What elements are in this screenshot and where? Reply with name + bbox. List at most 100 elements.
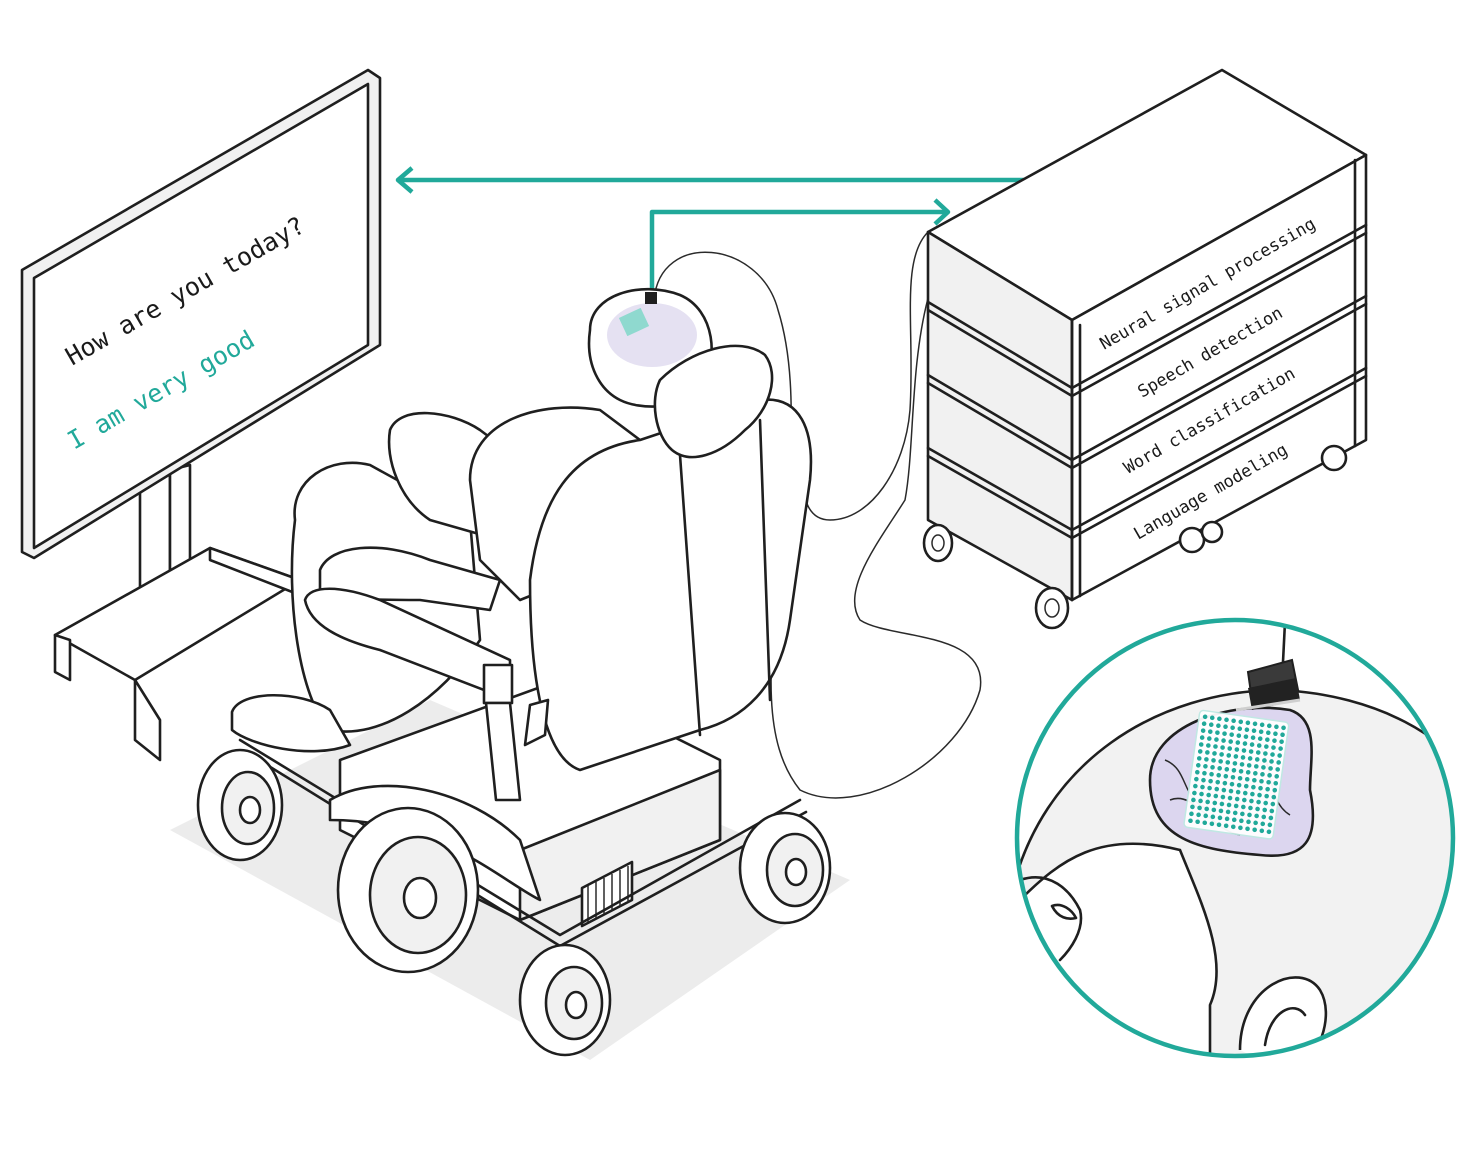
electrode-dot: [1223, 773, 1229, 779]
electrode-dot: [1276, 760, 1281, 765]
electrode-dot: [1201, 777, 1206, 783]
electrode-dot: [1206, 743, 1211, 748]
electrode-dot: [1244, 727, 1250, 733]
electrode-dot: [1264, 793, 1269, 799]
electrode-dot: [1265, 786, 1270, 792]
electrode-dot: [1258, 785, 1263, 791]
signal-arrows: [395, 166, 1030, 292]
electrode-dot: [1257, 792, 1262, 798]
pedestal-connector: [1235, 620, 1301, 712]
electrode-dot: [1202, 714, 1208, 720]
electrode-dot: [1247, 756, 1253, 761]
head-connector: [645, 292, 657, 304]
electrode-dot: [1216, 772, 1222, 778]
electrode-dot: [1254, 764, 1259, 769]
electrode-dot: [1264, 744, 1269, 749]
electrode-dot: [1204, 806, 1210, 812]
electrode-dot: [1215, 779, 1221, 785]
electrode-dot: [1273, 780, 1279, 786]
electrode-dot: [1194, 776, 1199, 782]
electrode-dot: [1260, 821, 1266, 827]
electrode-dot: [1198, 798, 1203, 804]
electrode-dot: [1190, 804, 1195, 810]
input-arrow-head: [933, 198, 951, 226]
electrode-dot: [1222, 780, 1228, 786]
input-arrow: [649, 209, 945, 292]
electrode-dot: [1239, 818, 1244, 824]
electrode-dot: [1208, 722, 1214, 728]
electrode-dot: [1226, 802, 1232, 808]
electrode-dot: [1195, 819, 1200, 825]
electrode-dot: [1255, 806, 1260, 812]
electrode-dot: [1229, 781, 1235, 787]
electrode-dot: [1213, 744, 1218, 749]
electrode-dot: [1209, 821, 1215, 827]
electrode-dot: [1217, 766, 1222, 771]
electrode-dot: [1230, 725, 1235, 731]
electrode-dot: [1206, 792, 1211, 798]
electrode-dot: [1234, 796, 1240, 802]
electrode-dot: [1224, 816, 1230, 822]
electrode-dot: [1191, 797, 1196, 803]
electrode-dot: [1210, 814, 1216, 820]
electrode-dot: [1263, 800, 1268, 806]
electrode-dot: [1219, 801, 1225, 807]
electrode-dot: [1215, 730, 1220, 735]
electrode-dot: [1247, 812, 1252, 818]
electrode-dot: [1218, 808, 1224, 814]
electrode-dot: [1209, 771, 1214, 777]
electrode-dot: [1252, 721, 1258, 727]
electrode-dot: [1220, 745, 1225, 750]
electrode-dot: [1266, 730, 1271, 736]
electrode-dot: [1261, 765, 1266, 770]
electrode-dot: [1193, 783, 1198, 789]
electrode-dot: [1225, 760, 1231, 765]
electrode-dot: [1199, 791, 1204, 797]
electrode-dot: [1241, 748, 1247, 753]
electrode-dot: [1209, 715, 1215, 721]
electrode-dot: [1250, 735, 1256, 740]
electrode-dot: [1236, 782, 1242, 788]
electrode-dot: [1205, 750, 1210, 755]
electrode-dot: [1235, 789, 1241, 795]
headrest: [653, 344, 774, 459]
monitor-screen: [32, 82, 370, 550]
electrode-dot: [1252, 777, 1257, 783]
electrode-dot: [1207, 785, 1212, 791]
electrode-dot: [1263, 751, 1268, 756]
electrode-dot: [1231, 768, 1237, 773]
electrode-dot: [1250, 791, 1255, 797]
output-arrow-head: [395, 166, 414, 194]
implant-array-small: [618, 307, 650, 337]
electrode-dot: [1198, 742, 1204, 747]
electrode-dot: [1214, 737, 1219, 742]
electrode-dot: [1268, 766, 1273, 771]
processing-cart: Neural signal processing Speech detectio…: [922, 68, 1368, 630]
electrode-dot: [1274, 774, 1280, 779]
electrode-dot: [1237, 726, 1243, 732]
electrode-dot: [1202, 770, 1207, 776]
electrode-dot: [1281, 725, 1286, 731]
electrode-dot: [1234, 747, 1240, 752]
electrode-dot: [1203, 764, 1208, 769]
electrode-dot: [1218, 759, 1223, 764]
electrode-dot: [1212, 800, 1218, 806]
electrode-dot: [1246, 819, 1251, 825]
electrode-dot: [1228, 788, 1234, 794]
wheelchair-seat: [303, 344, 813, 802]
electrode-dot: [1279, 739, 1284, 744]
electrode-dot: [1256, 743, 1262, 748]
electrode-dot: [1227, 795, 1233, 801]
electrode-dot: [1271, 794, 1277, 800]
monitor-stand: [53, 463, 302, 762]
electrode-dot: [1203, 813, 1209, 819]
electrode-dot: [1274, 724, 1279, 730]
electrode-dot: [1210, 765, 1215, 770]
electrode-dot: [1268, 815, 1274, 821]
wheel-main-left: [336, 806, 480, 974]
electrode-dot: [1222, 731, 1227, 736]
electrode-dot: [1238, 719, 1244, 725]
electrode-dot: [1196, 756, 1202, 761]
electrode-dot: [1267, 822, 1273, 828]
electrode-dot: [1260, 772, 1265, 777]
